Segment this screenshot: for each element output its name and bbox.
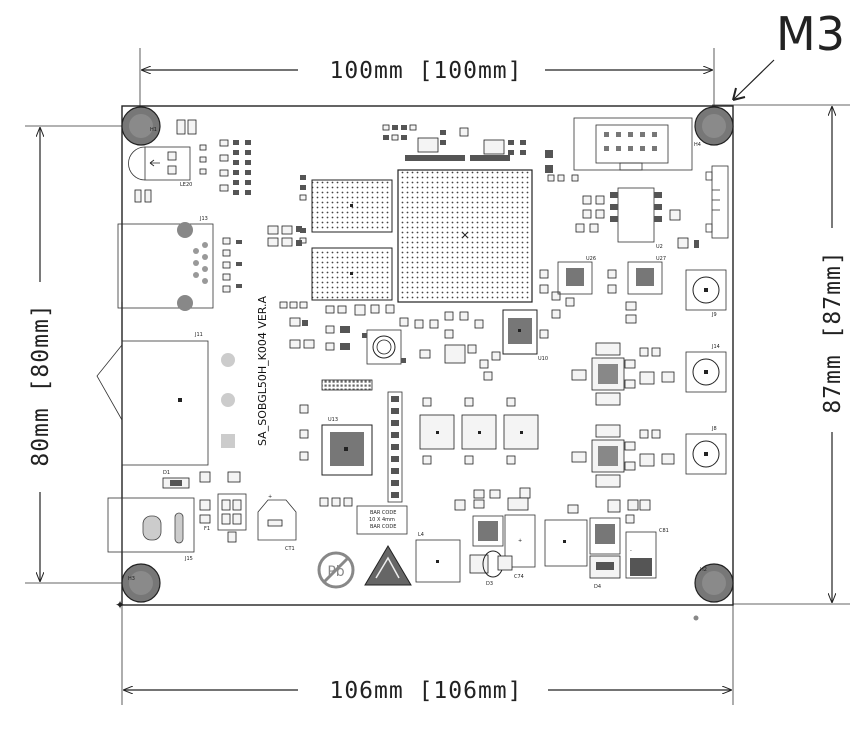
pb-free-symbol: Pb: [317, 551, 355, 589]
svg-text:U26: U26: [586, 256, 596, 262]
dimension-right: 87mm [87mm]: [712, 104, 850, 605]
svg-text:L4: L4: [418, 532, 424, 538]
memory-chips: [311, 179, 393, 301]
svg-text:BAR CODE: BAR CODE: [370, 524, 396, 530]
svg-text:H4: H4: [694, 142, 701, 148]
svg-text:U27: U27: [656, 256, 666, 262]
connector-j13: J13: [117, 216, 214, 311]
barcode-area: BAR CODE 10 X 4mm BAR CODE: [319, 497, 408, 535]
svg-text:C74: C74: [514, 574, 524, 580]
svg-text:U13: U13: [328, 417, 338, 423]
svg-text:CT1: CT1: [285, 546, 295, 552]
bottom-width-label: 106mm [106mm]: [329, 678, 522, 704]
right-height-label: 87mm [87mm]: [820, 250, 846, 413]
svg-text:-: -: [630, 548, 632, 554]
svg-text:+: +: [268, 494, 272, 500]
connector-j11: J11: [96, 332, 235, 466]
connector-j15: J15: [107, 497, 195, 562]
svg-text:10 X 4mm: 10 X 4mm: [369, 517, 395, 523]
left-height-label: 80mm [80mm]: [28, 303, 54, 466]
svg-text:D4: D4: [594, 584, 601, 590]
svg-text:U2: U2: [656, 244, 663, 250]
svg-text:H3: H3: [128, 576, 135, 582]
svg-text:✦: ✦: [115, 598, 125, 612]
svg-text:LE20: LE20: [180, 182, 192, 188]
svg-text:F1: F1: [204, 526, 210, 532]
svg-text:H1: H1: [150, 127, 157, 133]
top-width-label: 100mm [100mm]: [329, 58, 522, 84]
m3-callout: M3: [732, 7, 845, 101]
svg-text:C81: C81: [659, 528, 669, 534]
svg-text:J14: J14: [711, 344, 720, 350]
svg-text:Pb: Pb: [327, 564, 344, 580]
board-silkscreen-title: SA_SOBGL50H_K004 VER.A: [256, 295, 269, 446]
smd-column-1: [134, 139, 251, 203]
dimension-bottom: 106mm [106mm]: [121, 590, 734, 705]
dimension-left: 80mm [80mm]: [25, 125, 140, 584]
m3-label: M3: [776, 7, 845, 61]
svg-text:+: +: [518, 538, 522, 544]
svg-text:J11: J11: [194, 332, 203, 338]
led-le20: LE20: [128, 146, 192, 188]
sma-connectors: J9 J14 J8: [685, 269, 727, 475]
svg-text:H2: H2: [700, 567, 707, 573]
svg-text:J8: J8: [711, 426, 717, 432]
svg-text:D1: D1: [163, 470, 170, 476]
dimension-top: 100mm [100mm]: [139, 48, 715, 110]
svg-text:J9: J9: [711, 312, 717, 318]
svg-text:D3: D3: [486, 581, 493, 587]
main-bga: [397, 169, 533, 303]
svg-text:J15: J15: [184, 556, 193, 562]
svg-text:J13: J13: [199, 216, 208, 222]
svg-text:U10: U10: [538, 356, 548, 362]
svg-text:BAR CODE: BAR CODE: [370, 510, 396, 516]
mounting-holes: H1 H4 H3 H2: [121, 106, 734, 603]
esd-symbol: [364, 545, 412, 586]
